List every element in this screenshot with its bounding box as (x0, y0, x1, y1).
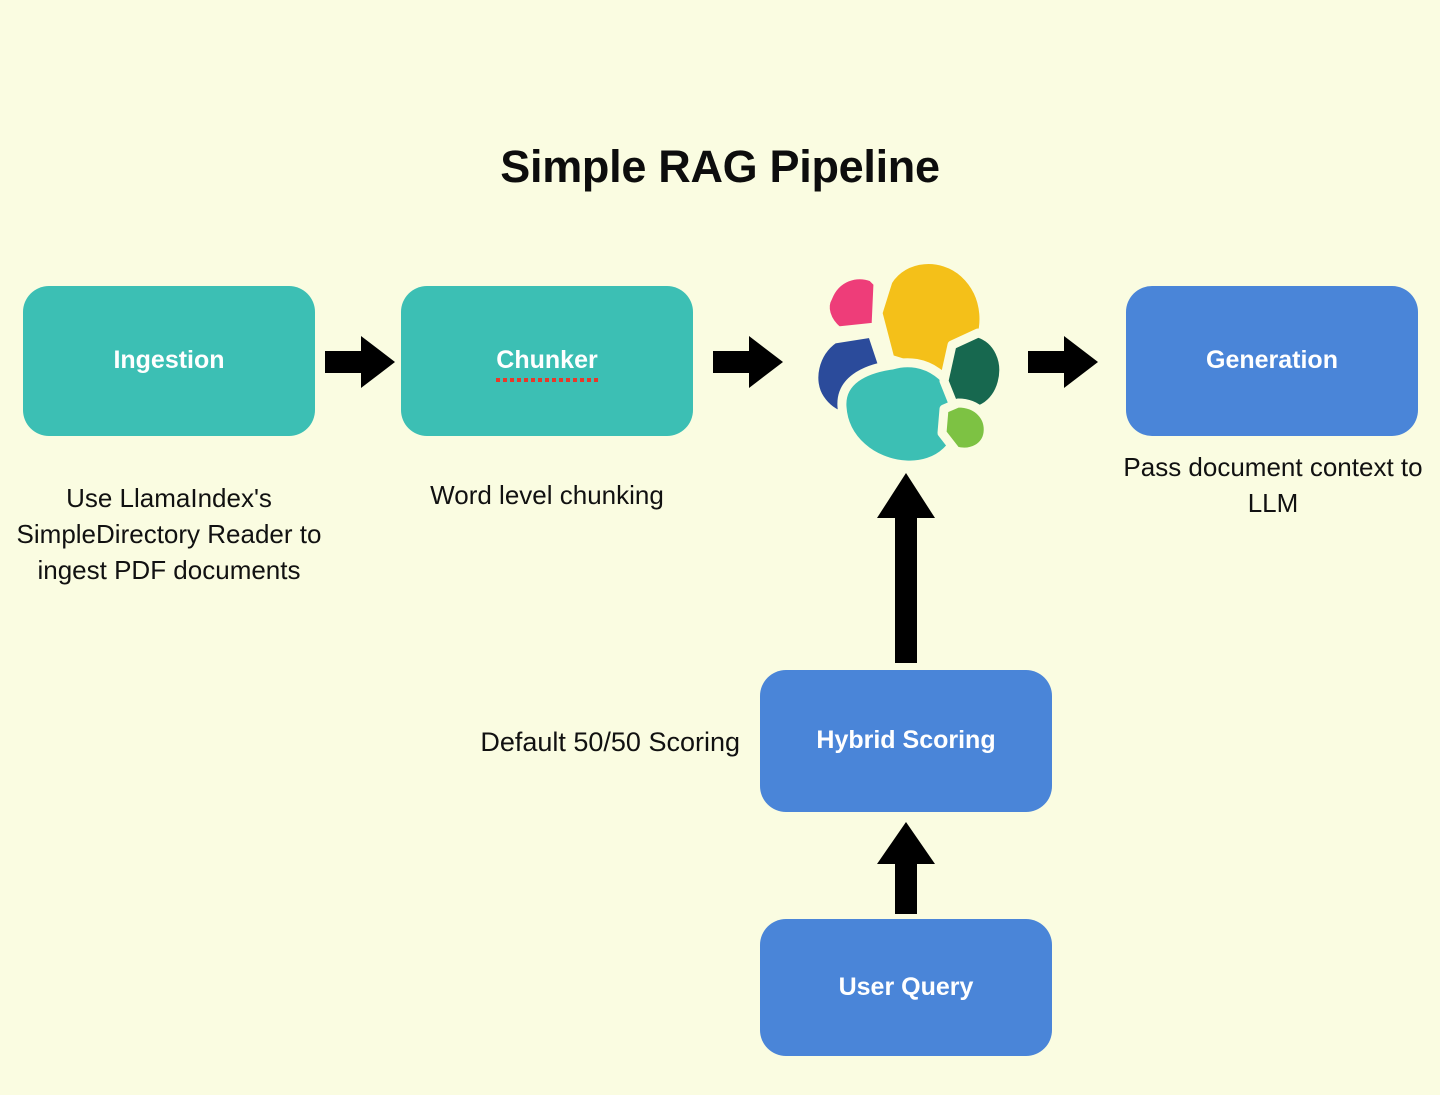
node-user-query[interactable]: User Query (760, 919, 1052, 1056)
caption-chunker: Word level chunking (430, 480, 664, 510)
caption-ingestion: Use LlamaIndex's SimpleDirectory Reader … (16, 483, 322, 585)
pink-petal (820, 270, 883, 336)
page-title: Simple RAG Pipeline (500, 141, 940, 192)
node-ingestion[interactable]: Ingestion (23, 286, 315, 436)
arrow-query-to-hybrid (877, 822, 935, 914)
arrow-chunker-to-datastore (713, 336, 783, 388)
light-green-petal (937, 398, 993, 457)
node-generation[interactable]: Generation (1126, 286, 1418, 436)
arrow-hybrid-to-datastore (877, 473, 935, 663)
node-hybrid-scoring[interactable]: Hybrid Scoring (760, 670, 1052, 812)
node-hybrid-scoring-label: Hybrid Scoring (816, 726, 996, 755)
node-chunker[interactable]: Chunker (401, 286, 693, 436)
arrow-ingestion-to-chunker (325, 336, 395, 388)
arrow-datastore-to-generation (1028, 336, 1098, 388)
elasticsearch-logo[interactable] (792, 247, 1014, 469)
caption-hybrid-scoring: Default 50/50 Scoring (480, 727, 740, 757)
node-generation-label: Generation (1206, 346, 1338, 375)
caption-generation: Pass document context to LLM (1123, 452, 1423, 518)
node-ingestion-label: Ingestion (113, 346, 225, 375)
node-chunker-label: Chunker (496, 346, 599, 382)
node-user-query-label: User Query (838, 972, 974, 1001)
